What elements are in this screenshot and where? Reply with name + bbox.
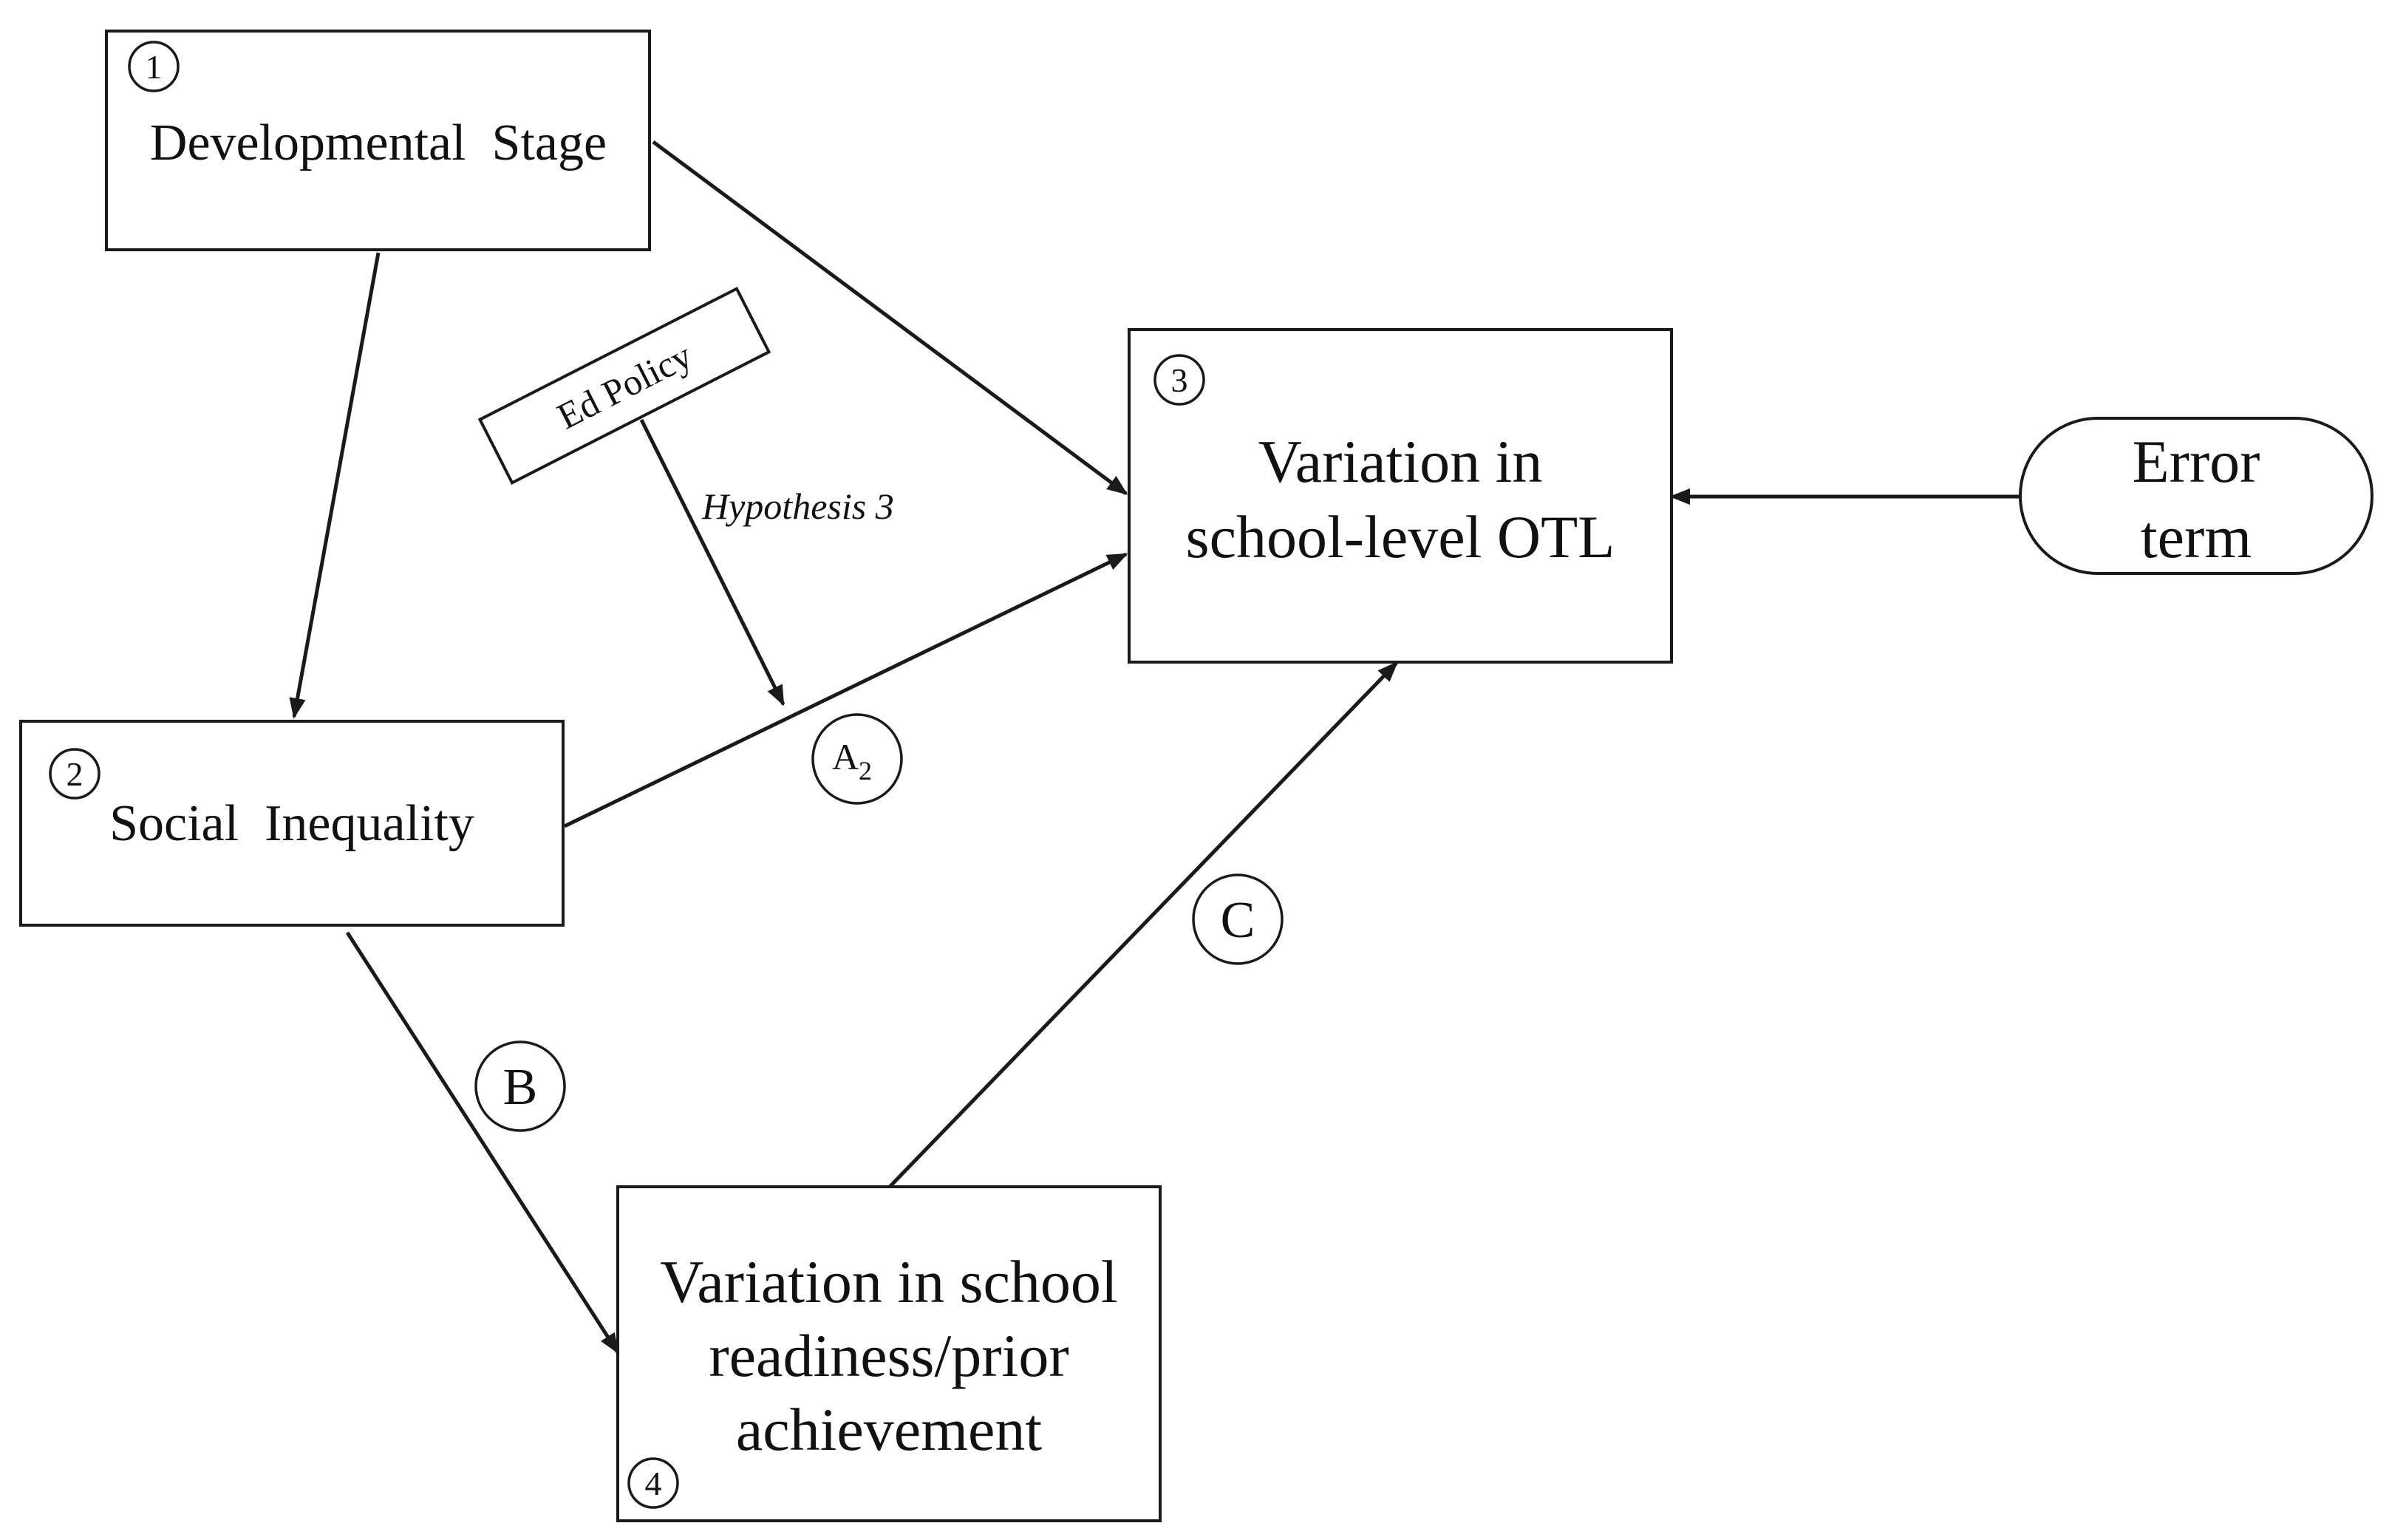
- node-error-term: Error term: [2019, 417, 2373, 575]
- path-label-badge: [1192, 873, 1284, 965]
- node-developmental-stage: 1 Developmental Stage: [105, 30, 651, 251]
- node-label-line-2: school-level OTL: [1186, 503, 1615, 570]
- edge-policy-moderation: [639, 418, 785, 706]
- school-readiness-box: [616, 1185, 1162, 1522]
- node-label-line-2: readiness/prior: [709, 1322, 1069, 1389]
- path-label-badge: [811, 713, 903, 805]
- edge-inequality-to-readiness: [345, 931, 620, 1355]
- school-otl-box: [1128, 328, 1673, 664]
- node-number: 4: [645, 1465, 662, 1502]
- node-school-readiness: 4 Variation in school readiness/prior ac…: [616, 1185, 1162, 1522]
- node-number-badge: [128, 41, 180, 92]
- node-number-badge: [1153, 354, 1205, 406]
- node-label-line-1: Variation in school: [660, 1248, 1117, 1315]
- social-inequality-box: [19, 720, 565, 927]
- path-label-a2: A2: [811, 713, 903, 805]
- node-ed-policy: Ed Policy: [477, 287, 771, 485]
- path-label-text: A2: [832, 736, 872, 786]
- node-label-line-1: Variation in: [1258, 428, 1543, 495]
- hypothesis-label: Hypothesis 3: [701, 485, 894, 527]
- node-number-badge: [627, 1457, 679, 1509]
- edge-inequality-to-otl: [563, 552, 1128, 828]
- node-label-line-2: term: [2141, 503, 2252, 570]
- node-label: Developmental Stage: [150, 115, 607, 171]
- error-term-shape: [2019, 417, 2373, 575]
- node-number: 1: [146, 48, 163, 86]
- developmental-stage-box: [105, 30, 651, 251]
- a2-main: A: [832, 736, 859, 777]
- node-label-line-3: achievement: [736, 1396, 1043, 1463]
- edge-developmental-to-otl: [652, 140, 1128, 496]
- edge-developmental-to-inequality: [289, 252, 381, 719]
- path-label-text: C: [1221, 892, 1255, 949]
- path-label-c: C: [1192, 873, 1284, 965]
- node-number: 2: [67, 755, 84, 793]
- path-label-badge: [474, 1040, 566, 1132]
- ed-policy-box: [477, 287, 771, 485]
- edge-readiness-to-otl: [888, 661, 1398, 1188]
- node-social-inequality: 2 Social Inequality: [19, 720, 565, 927]
- node-school-otl: 3 Variation in school-level OTL: [1128, 328, 1673, 664]
- node-label: Social Inequality: [109, 795, 474, 852]
- path-label-b: B: [474, 1040, 566, 1132]
- node-label-line-1: Error: [2132, 428, 2260, 495]
- path-label-text: B: [503, 1059, 538, 1116]
- a2-subscript: 2: [859, 756, 872, 786]
- node-number: 3: [1171, 361, 1188, 399]
- node-number-badge: [49, 748, 100, 800]
